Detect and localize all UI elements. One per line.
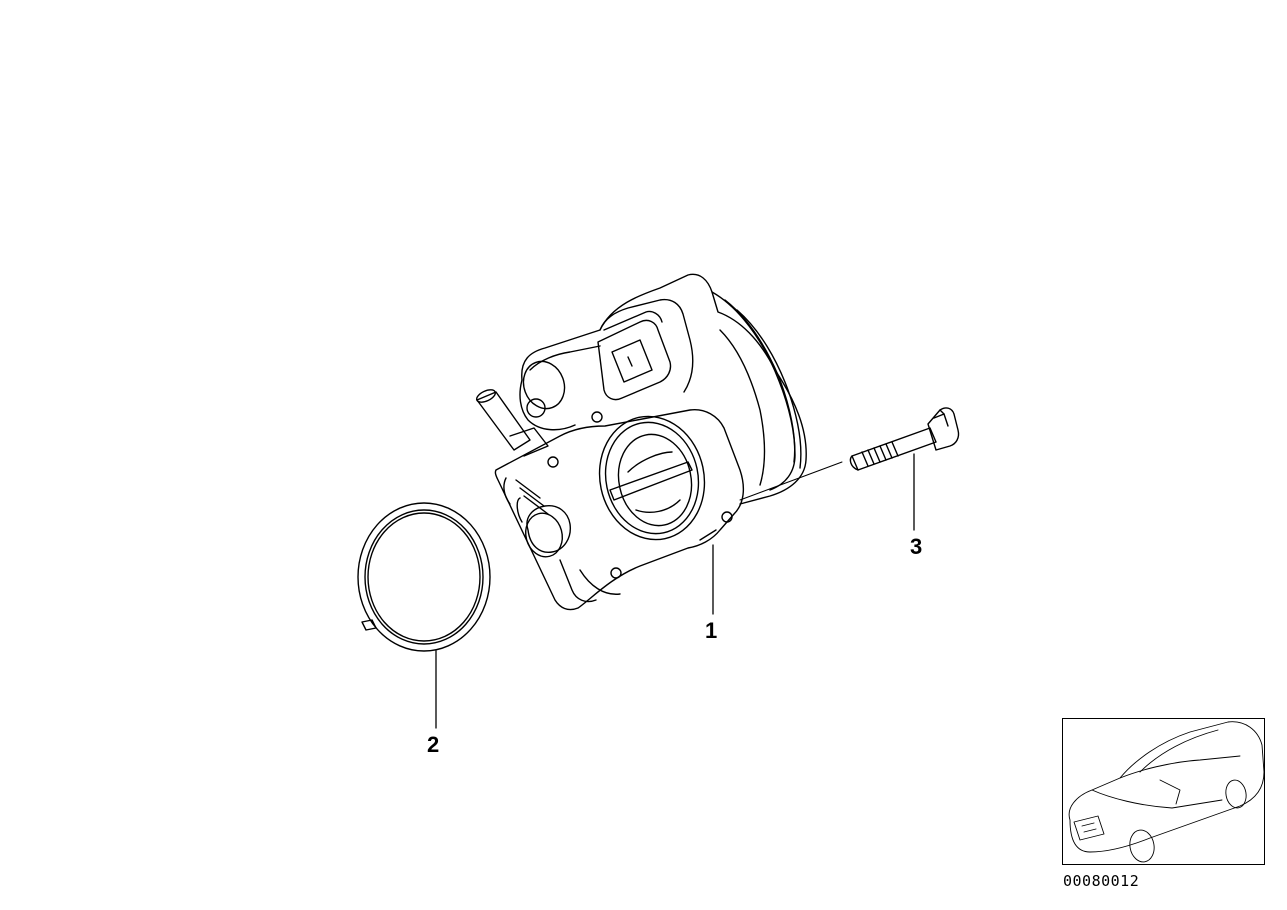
throttle-body-icon	[475, 273, 843, 611]
callout-part-2[interactable]: 2	[427, 732, 440, 757]
diagram-number: 00080012	[1063, 872, 1140, 890]
bolt-icon	[849, 407, 960, 471]
callout-part-3[interactable]: 3	[910, 534, 923, 559]
callout-part-1[interactable]: 1	[705, 618, 718, 643]
gasket-ring-icon	[357, 502, 491, 652]
thumbnail-frame	[1062, 718, 1265, 865]
